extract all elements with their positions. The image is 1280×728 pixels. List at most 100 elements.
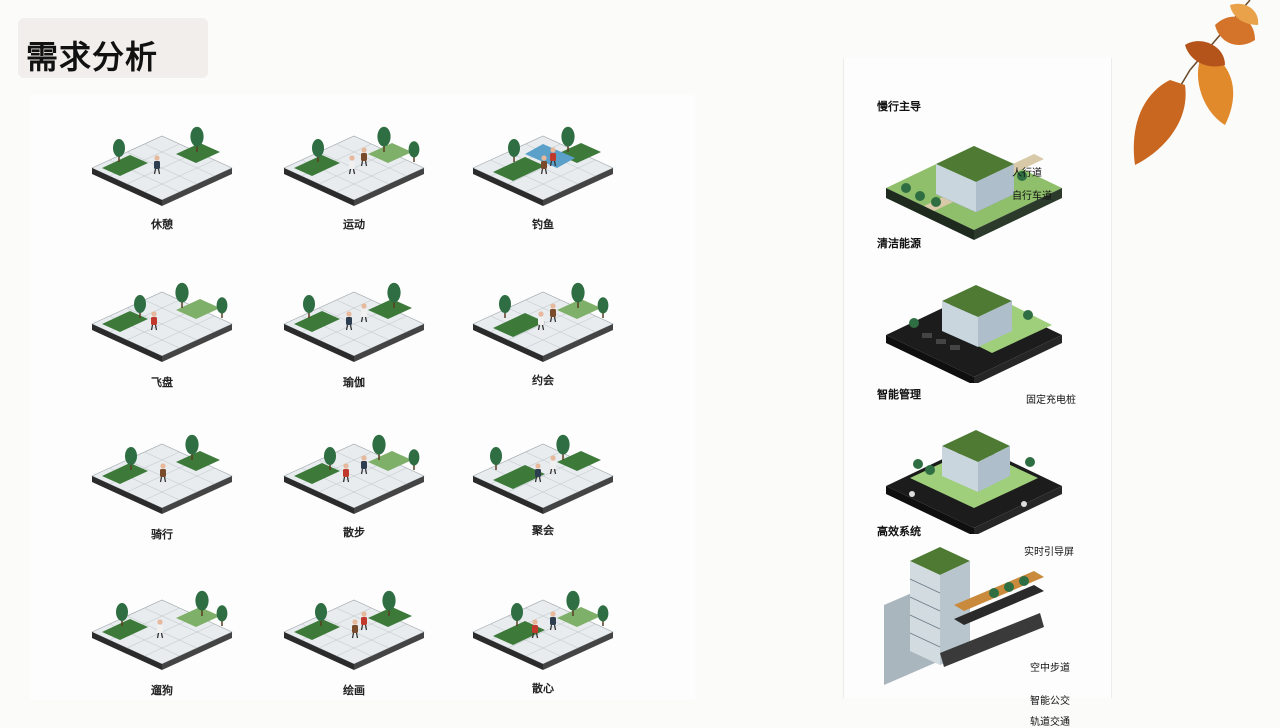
strategy-panel: 慢行主导 人行道 自行车道 清洁能源 固定充电桩 [843, 58, 1112, 728]
walk-scene-illustration [283, 434, 425, 514]
person-leg [549, 468, 553, 475]
platform-edge [543, 324, 613, 362]
tree-icon [597, 297, 609, 314]
tree-icon [571, 282, 585, 303]
person-leg [351, 632, 355, 639]
paving-line [336, 623, 407, 657]
person-head [361, 303, 367, 309]
activity-cell-fish: 钓鱼 [453, 96, 633, 246]
paint-scene-illustration [283, 590, 425, 670]
paving-line [336, 607, 407, 641]
tree-icon [556, 434, 570, 455]
tree-icon [216, 605, 228, 622]
paving-line [336, 451, 407, 485]
person-icon [349, 161, 355, 169]
person-head [343, 463, 349, 469]
activity-label: 约会 [532, 374, 554, 387]
person-icon [541, 161, 547, 169]
activity-cell-relax: 散心 [453, 560, 633, 710]
platform-edge [284, 324, 354, 362]
platform-edge [473, 168, 543, 206]
person-head [538, 311, 544, 317]
paving-line [144, 607, 215, 641]
person-icon [343, 469, 349, 477]
grass-patch [557, 607, 601, 627]
paving-line [336, 315, 407, 349]
person-leg [553, 316, 557, 323]
clean-energy-illustration [886, 285, 1062, 383]
person-icon [550, 153, 556, 161]
person-leg [541, 324, 545, 331]
strategy-smart-management: 智能管理 实时引导屏 [844, 384, 1111, 558]
paving-line [336, 467, 407, 501]
person-head [346, 311, 352, 317]
person-head [349, 155, 355, 161]
activity-label: 散心 [532, 682, 554, 695]
tree-icon [382, 590, 396, 611]
tree-icon [597, 605, 609, 622]
grass-patch [294, 311, 340, 332]
tree-icon [113, 139, 125, 157]
paving-line [525, 467, 596, 501]
slow-traffic-illustration [886, 146, 1062, 240]
person-icon [361, 153, 367, 161]
person-head [361, 147, 367, 153]
paving-line [144, 299, 215, 333]
platform-edge [92, 168, 162, 206]
fish-scene-illustration [472, 126, 614, 206]
relax-scene-illustration [472, 590, 614, 670]
person-icon [532, 625, 538, 633]
tree-icon [116, 603, 128, 621]
paving-line [525, 607, 596, 641]
grass-patch [368, 299, 412, 319]
person-leg [342, 476, 346, 483]
grass-patch [493, 313, 545, 337]
person-head [550, 303, 556, 309]
paving-line [144, 451, 215, 485]
person-leg [364, 624, 368, 631]
activity-label: 散步 [343, 526, 365, 539]
tree-icon [216, 297, 228, 314]
person-icon [361, 617, 367, 625]
strategy-slow-traffic: 慢行主导 人行道 自行车道 [844, 96, 1111, 246]
person-leg [360, 468, 364, 475]
strategy-title: 清洁能源 [877, 237, 921, 250]
platform-edge [162, 324, 232, 362]
person-leg [360, 316, 364, 323]
callout-label: 自行车道 [1012, 191, 1052, 202]
autumn-leaves-decoration [1130, 0, 1260, 174]
activity-cell-frisbee: 飞盘 [72, 252, 252, 402]
person-leg [349, 324, 353, 331]
person-icon [535, 469, 541, 477]
grass-patch [493, 465, 545, 489]
person-head [151, 311, 157, 317]
tree-icon [372, 434, 386, 455]
grass-patch [368, 451, 412, 471]
person-leg [534, 476, 538, 483]
grass-patch [294, 463, 340, 484]
grass-patch [368, 143, 412, 163]
person-leg [150, 324, 154, 331]
person-leg [540, 168, 544, 175]
grass-patch [294, 155, 340, 176]
paving-line [525, 159, 596, 193]
platform-edge [284, 168, 354, 206]
platform-edge [92, 476, 162, 514]
paving-line [336, 143, 407, 177]
person-head [550, 611, 556, 617]
person-icon [550, 617, 556, 625]
person-leg [531, 632, 535, 639]
person-leg [549, 160, 553, 167]
callout-label: 轨道交通 [1030, 717, 1070, 728]
person-head [160, 463, 166, 469]
person-leg [553, 468, 557, 475]
paving-line [336, 299, 407, 333]
person-leg [352, 168, 356, 175]
grass-patch [176, 143, 220, 163]
paving-line [144, 315, 215, 349]
person-icon [151, 317, 157, 325]
platform-edge [354, 476, 424, 514]
platform-edge [354, 324, 424, 362]
page-title: 需求分析 [26, 38, 159, 76]
person-icon [361, 309, 367, 317]
